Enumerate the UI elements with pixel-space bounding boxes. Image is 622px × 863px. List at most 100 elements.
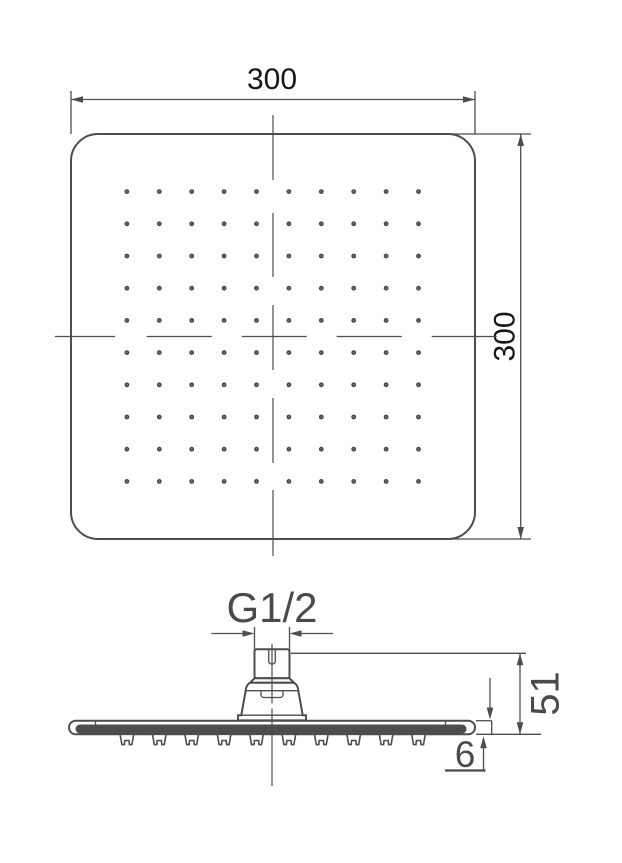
nozzle-hole-center [385, 254, 388, 258]
nozzle-hole-center [255, 351, 258, 354]
nozzle-hole-center [125, 190, 128, 193]
nozzle-hole-center [255, 222, 258, 225]
thread-dimension: G1/2 [211, 584, 333, 650]
nozzle-hole-center [320, 351, 323, 354]
nozzle-hole-center [125, 319, 128, 322]
thickness-6-dimension-label: 6 [455, 734, 476, 775]
nozzle-profile [216, 733, 232, 746]
nozzle-hole-center [385, 287, 388, 290]
nozzle-hole-center [352, 287, 355, 290]
nozzle-hole-center [125, 254, 128, 258]
side-view: G1/2 [68, 584, 568, 786]
height-51-dimension: 51 [291, 652, 568, 735]
nozzle-hole-center [190, 448, 193, 451]
nozzle-hole-center [223, 480, 226, 483]
arrowhead [289, 630, 302, 637]
nozzle-hole-center [190, 222, 193, 225]
nozzle-hole-center [385, 319, 388, 322]
nozzle-hole-center [190, 415, 193, 419]
height-51-dimension-label: 51 [524, 671, 568, 716]
nozzle-hole-center [125, 222, 128, 225]
nozzle-hole-center [287, 448, 290, 451]
nozzle-hole-center [352, 480, 355, 483]
nozzle-hole-center [320, 222, 323, 225]
thickness-6-dimension: 6 [445, 678, 494, 775]
nozzle-hole-center [417, 287, 420, 290]
nozzle-hole-center [287, 319, 290, 322]
plan-width-dimension-label: 300 [247, 63, 297, 96]
nozzle-hole-center [255, 448, 258, 451]
plan-centerlines [55, 115, 497, 556]
nozzle-hole-center [385, 383, 388, 386]
nozzle-hole-center [320, 319, 323, 322]
nozzle-hole-center [255, 319, 258, 322]
nozzle-hole-center [320, 480, 323, 483]
nozzle-hole-center [255, 190, 258, 193]
nozzle-hole-center [190, 480, 193, 483]
nozzle-hole-center [287, 480, 290, 483]
plan-width-dimension: 300 [70, 63, 476, 134]
arrowhead [517, 527, 525, 539]
arrowhead [516, 653, 524, 666]
nozzle-hole-center [223, 190, 226, 193]
nozzle-hole-center [158, 448, 161, 451]
nozzle-profile [248, 733, 265, 746]
arrowhead [516, 722, 524, 735]
nozzle-hole-center [320, 383, 323, 386]
arrowhead [242, 630, 255, 637]
nozzle-profile-row [119, 733, 427, 746]
nozzle-hole-center [352, 415, 355, 419]
nozzle-hole-center [255, 415, 258, 419]
nozzle-hole-center [190, 254, 193, 258]
nozzle-hole-center [255, 254, 258, 258]
nozzle-hole-center [385, 351, 388, 354]
nozzle-hole-center [255, 383, 258, 386]
nozzle-hole-center [158, 480, 161, 483]
arrowhead [486, 707, 494, 720]
nozzle-hole-center [158, 287, 161, 290]
nozzle-hole-center [417, 480, 420, 483]
nozzle-hole-center [158, 190, 161, 193]
nozzle-hole-center [223, 254, 226, 258]
nozzle-profile [183, 733, 200, 746]
nozzle-hole-center [385, 448, 388, 451]
nozzle-profile [281, 733, 297, 746]
arrowhead [463, 96, 475, 103]
nozzle-hole-center [158, 254, 161, 258]
nozzle-hole-center [223, 383, 226, 386]
nozzle-hole-center [287, 415, 290, 419]
nozzle-hole-center [352, 448, 355, 451]
nozzle-hole-center [417, 222, 420, 225]
nozzle-hole-center [417, 415, 420, 419]
nozzle-hole-center [385, 415, 388, 419]
nozzle-hole-center [287, 254, 290, 258]
nozzle-hole-center [320, 448, 323, 451]
nozzle-hole-center [158, 351, 161, 354]
nozzle-hole-center [417, 190, 420, 193]
nozzle-profile [151, 733, 168, 746]
nozzle-hole-center [223, 222, 226, 225]
nozzle-hole-center [417, 448, 420, 451]
nozzle-hole-center [158, 222, 161, 225]
nozzle-hole-center [190, 383, 193, 386]
nozzle-hole-center [320, 287, 323, 290]
nozzle-hole-center [223, 287, 226, 290]
nozzle-hole-center [352, 222, 355, 225]
nozzle-hole-center [352, 254, 355, 258]
nozzle-profile [345, 733, 362, 746]
nozzle-hole-center [417, 254, 420, 258]
nozzle-hole-center [385, 190, 388, 193]
nozzle-hole-center [287, 383, 290, 386]
nozzle-hole-center [125, 287, 128, 290]
nozzle-hole-center [320, 190, 323, 193]
nozzle-hole-center [417, 319, 420, 322]
nozzle-hole-center [417, 351, 420, 354]
thread-size-label: G1/2 [226, 584, 317, 631]
nozzle-hole-center [158, 383, 161, 386]
arrowhead [480, 736, 487, 749]
nozzle-hole-center [417, 383, 420, 386]
nozzle-hole-center [223, 448, 226, 451]
arrowhead [71, 96, 83, 103]
nozzle-profile [410, 733, 427, 746]
nozzle-hole-center [385, 480, 388, 483]
